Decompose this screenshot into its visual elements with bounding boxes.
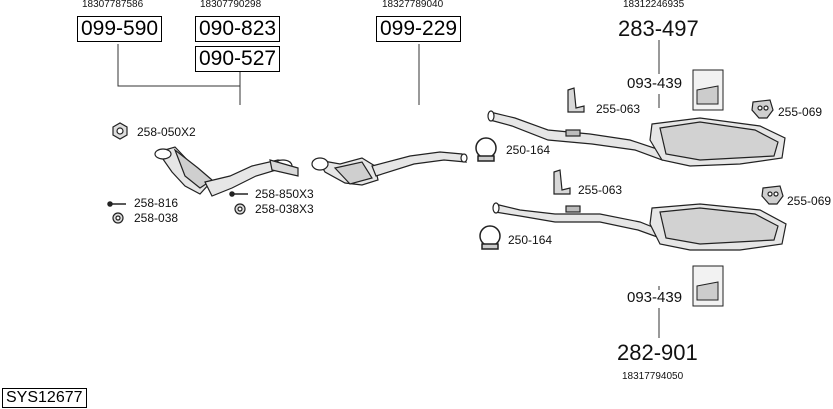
washer-b-drawing: [112, 212, 124, 224]
fitting-hanger-top-label[interactable]: 255-063: [596, 102, 641, 116]
leader-lines: [117, 40, 660, 338]
clamp-top-drawing: [475, 137, 497, 162]
oem-number: 18307790298: [200, 0, 262, 10]
part-number-rear-bottom[interactable]: 282-901: [617, 340, 698, 365]
front-pipe-drawing: [154, 146, 299, 197]
oem-number: 18307787586: [82, 0, 144, 10]
system-code: SYS12677: [2, 388, 87, 408]
oem-number: 18327789040: [382, 0, 444, 10]
bolt-a-drawing: [229, 191, 248, 197]
rear-silencer-top-drawing: [487, 110, 786, 167]
part-number-mount-kit-top[interactable]: 093-439: [627, 75, 683, 92]
part-box-catalyst-b[interactable]: 090-527: [195, 46, 281, 72]
fitting-nut-label[interactable]: 258-050X2: [137, 125, 196, 139]
part-number-rear-top[interactable]: 283-497: [618, 16, 699, 41]
middle-pipe-drawing: [311, 151, 468, 186]
mount-kit-top-drawing: [692, 69, 724, 111]
part-box-middle-pipe[interactable]: 099-229: [376, 16, 462, 42]
oem-number: 18312246935: [623, 0, 685, 10]
fitting-clamp-top-label[interactable]: 250-164: [506, 143, 551, 157]
mount-kit-bottom-drawing: [692, 265, 724, 307]
fitting-washer-b-label[interactable]: 258-038: [134, 211, 179, 225]
rubber-mount-top-drawing: [751, 99, 774, 119]
part-box-catalyst-a[interactable]: 090-823: [195, 16, 281, 42]
clamp-bottom-drawing: [479, 225, 501, 250]
bolt-b-drawing: [107, 201, 126, 207]
hanger-bottom-drawing: [553, 169, 571, 195]
fitting-rubber-top-label[interactable]: 255-069: [778, 105, 823, 119]
rubber-mount-bottom-drawing: [761, 185, 784, 205]
fitting-bolt-a-label[interactable]: 258-850X3: [255, 187, 314, 201]
fitting-rubber-bottom-label[interactable]: 255-069: [787, 194, 832, 208]
nut-drawing: [112, 122, 128, 140]
hanger-top-drawing: [567, 87, 585, 113]
part-box-front-pipe[interactable]: 099-590: [77, 16, 163, 42]
fitting-clamp-bottom-label[interactable]: 250-164: [508, 233, 553, 247]
oem-number: 18317794050: [622, 371, 684, 382]
fitting-hanger-bottom-label[interactable]: 255-063: [578, 183, 623, 197]
fitting-bolt-b-label[interactable]: 258-816: [134, 196, 179, 210]
washer-a-drawing: [234, 203, 246, 215]
rear-silencer-bottom-drawing: [492, 202, 787, 251]
leader-front-pipe: [117, 44, 240, 87]
fitting-washer-a-label[interactable]: 258-038X3: [255, 202, 314, 216]
part-number-mount-kit-bottom[interactable]: 093-439: [627, 289, 683, 306]
